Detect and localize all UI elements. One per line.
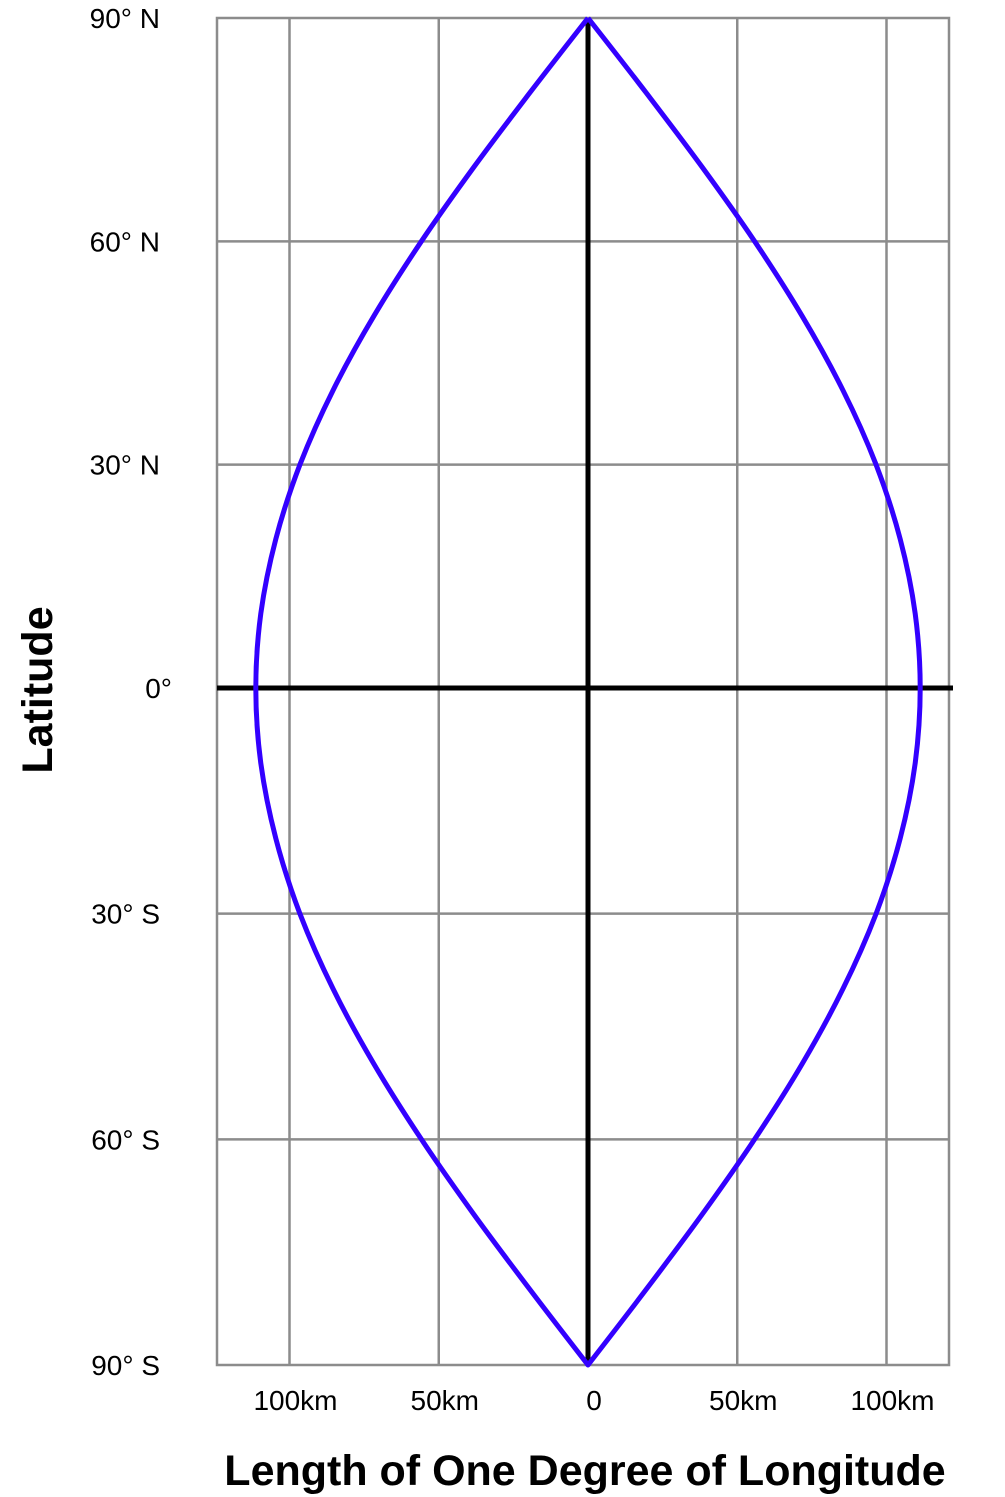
x-tick-labels: 100km 50km 0 50km 100km (253, 1385, 934, 1416)
y-tick-label-3: 0° (145, 673, 172, 704)
x-tick-label-2: 0 (586, 1385, 602, 1416)
chart-axes (217, 18, 953, 1365)
series-line-0 (253, 16, 923, 1368)
y-tick-label-2: 30° N (90, 450, 160, 481)
x-tick-label-4: 100km (850, 1385, 934, 1416)
y-tick-label-6: 90° S (91, 1350, 160, 1381)
x-tick-label-1: 50km (411, 1385, 479, 1416)
plot-frame (215, 16, 951, 1367)
chart-grid (215, 16, 951, 1367)
y-tick-label-0: 90° N (90, 3, 160, 34)
y-tick-label-1: 60° N (90, 226, 160, 257)
x-tick-label-0: 100km (253, 1385, 337, 1416)
y-tick-label-5: 60° S (91, 1124, 160, 1155)
y-axis-title: Latitude (14, 606, 62, 773)
y-tick-label-4: 30° S (91, 899, 160, 930)
x-tick-label-3: 50km (709, 1385, 777, 1416)
x-axis-title: Length of One Degree of Longitude (224, 1447, 945, 1495)
chart-series (253, 16, 923, 1368)
y-tick-labels: 90° N 60° N 30° N 0° 30° S 60° S 90° S (90, 3, 172, 1381)
